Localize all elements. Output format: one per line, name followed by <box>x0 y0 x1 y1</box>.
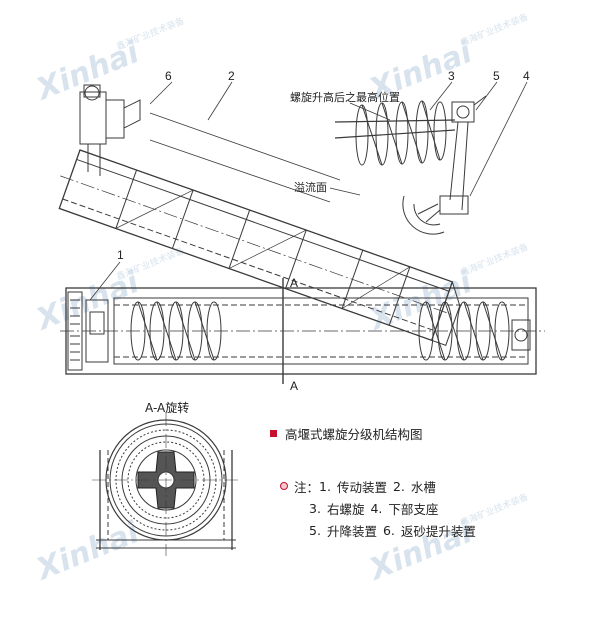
legend-item-text: 传动装置 <box>336 479 387 495</box>
legend-title: 高堰式螺旋分级机结构图 <box>285 427 423 442</box>
legend-item-num: 3. <box>309 500 321 516</box>
callout-4: 4 <box>523 69 530 83</box>
section-mark-top: A <box>290 276 298 290</box>
legend-item-text: 返砂提升装置 <box>400 523 476 539</box>
drive-unit-side <box>79 84 141 176</box>
legend-item-text: 右螺旋 <box>326 501 365 517</box>
legend: 高堰式螺旋分级机结构图 注： 1. 传动装置 2. 水槽 3. 右螺旋 4. 下… <box>270 424 590 541</box>
legend-marker-icon <box>270 430 277 437</box>
watermark-cn: 鑫海矿业技术装备 <box>115 15 186 53</box>
section-view <box>92 412 240 556</box>
side-elevation-view <box>58 84 487 346</box>
legend-item-text: 升降装置 <box>326 523 377 539</box>
spiral-inside-tank <box>149 112 341 203</box>
plan-spiral-left <box>130 301 222 361</box>
plan-view <box>60 278 545 384</box>
lift-device-side <box>402 95 487 235</box>
legend-item-text: 水槽 <box>410 479 436 495</box>
callout-3: 3 <box>448 69 455 83</box>
watermark-cn: 鑫海矿业技术装备 <box>459 241 530 279</box>
watermark-cn: 鑫海矿业技术装备 <box>459 11 530 49</box>
legend-item-num: 6. <box>382 522 395 538</box>
plan-spiral-right <box>418 301 510 361</box>
callout-2: 2 <box>228 69 235 83</box>
legend-item-text: 下部支座 <box>388 501 439 517</box>
legend-item-num: 2. <box>392 478 405 494</box>
section-mark-bottom: A <box>290 379 298 393</box>
legend-row: 3. 右螺旋 4. 下部支座 <box>270 497 590 519</box>
legend-item-num: 1. <box>319 478 331 494</box>
legend-title-row: 高堰式螺旋分级机结构图 <box>270 424 590 443</box>
callout-6: 6 <box>165 69 172 83</box>
watermark-cn: 鑫海矿业技术装备 <box>115 245 186 283</box>
callout-leaders <box>149 81 528 197</box>
legend-item-num: 4. <box>370 500 383 516</box>
legend-item-num: 5. <box>309 522 321 538</box>
note-label: 注： <box>294 479 320 495</box>
callout-5: 5 <box>493 69 500 83</box>
watermark-brand: Xinhai <box>363 265 478 338</box>
raised-spiral <box>334 100 456 166</box>
legend-row: 5. 升降装置 6. 返砂提升装置 <box>270 519 590 541</box>
callout-1: 1 <box>117 248 124 262</box>
legend-row: 注： 1. 传动装置 2. 水槽 <box>270 475 590 497</box>
section-view-title: A-A旋转 <box>145 400 189 415</box>
note-bullet-icon <box>280 482 288 490</box>
highest-position-label: 螺旋升高后之最高位置 <box>290 90 400 104</box>
overflow-surface-label: 溢流面 <box>294 180 327 194</box>
